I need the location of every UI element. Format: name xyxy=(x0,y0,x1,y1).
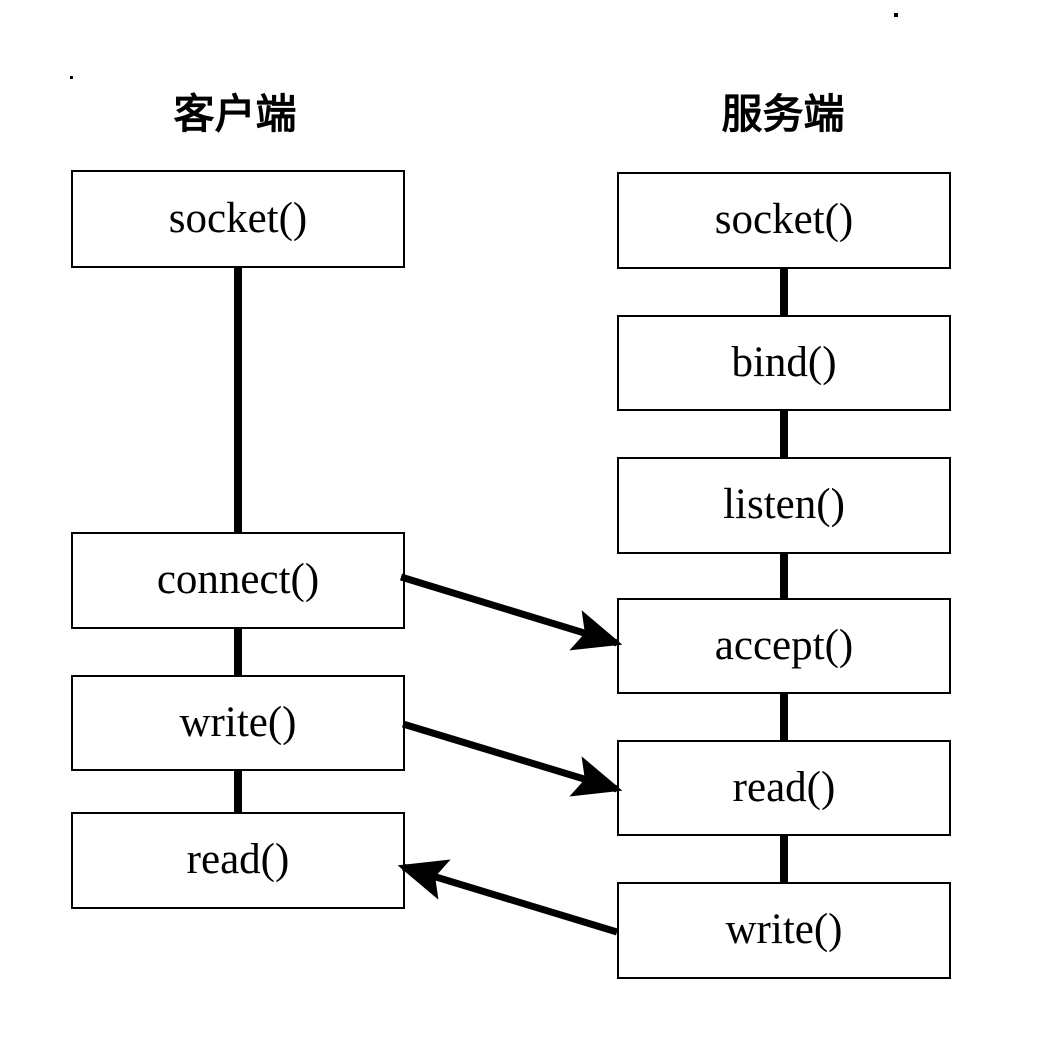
scan-artifact-top-right xyxy=(894,13,898,17)
server-connector-bind-listen xyxy=(780,411,788,457)
client-node-write[interactable]: write() xyxy=(71,675,405,771)
server-node-accept[interactable]: accept() xyxy=(617,598,951,694)
server-node-listen-label: listen() xyxy=(723,481,845,528)
client-connector-socket-connect xyxy=(234,268,242,532)
server-connector-socket-bind xyxy=(780,269,788,315)
server-node-write-label: write() xyxy=(725,906,843,953)
server-connector-listen-accept xyxy=(780,554,788,598)
server-node-listen[interactable]: listen() xyxy=(617,457,951,554)
column-title-client: 客户端 xyxy=(173,90,297,138)
server-node-socket[interactable]: socket() xyxy=(617,172,951,269)
client-node-read-label: read() xyxy=(186,836,290,883)
server-connector-read-write xyxy=(780,836,788,882)
column-title-server: 服务端 xyxy=(721,90,845,138)
client-node-connect-label: connect() xyxy=(156,556,320,603)
arrow-write-to-read-back xyxy=(397,859,619,936)
arrow-connect-to-accept xyxy=(399,573,623,651)
arrow-write-to-read xyxy=(401,720,623,797)
scan-artifact-top-left xyxy=(70,76,73,79)
client-connector-write-read xyxy=(234,771,242,812)
server-node-read[interactable]: read() xyxy=(617,740,951,836)
server-node-read-label: read() xyxy=(732,763,836,811)
client-connector-connect-write xyxy=(234,629,242,675)
server-node-socket-label: socket() xyxy=(714,196,854,243)
server-node-accept-label: accept() xyxy=(714,621,854,669)
client-node-write-label: write() xyxy=(179,698,297,746)
server-node-write[interactable]: write() xyxy=(617,882,951,979)
server-node-bind-label: bind() xyxy=(731,338,837,386)
server-node-bind[interactable]: bind() xyxy=(617,315,951,411)
client-node-socket-label: socket() xyxy=(168,194,308,242)
client-node-read[interactable]: read() xyxy=(71,812,405,909)
server-connector-accept-read xyxy=(780,694,788,740)
client-node-connect[interactable]: connect() xyxy=(71,532,405,629)
client-node-socket[interactable]: socket() xyxy=(71,170,405,268)
